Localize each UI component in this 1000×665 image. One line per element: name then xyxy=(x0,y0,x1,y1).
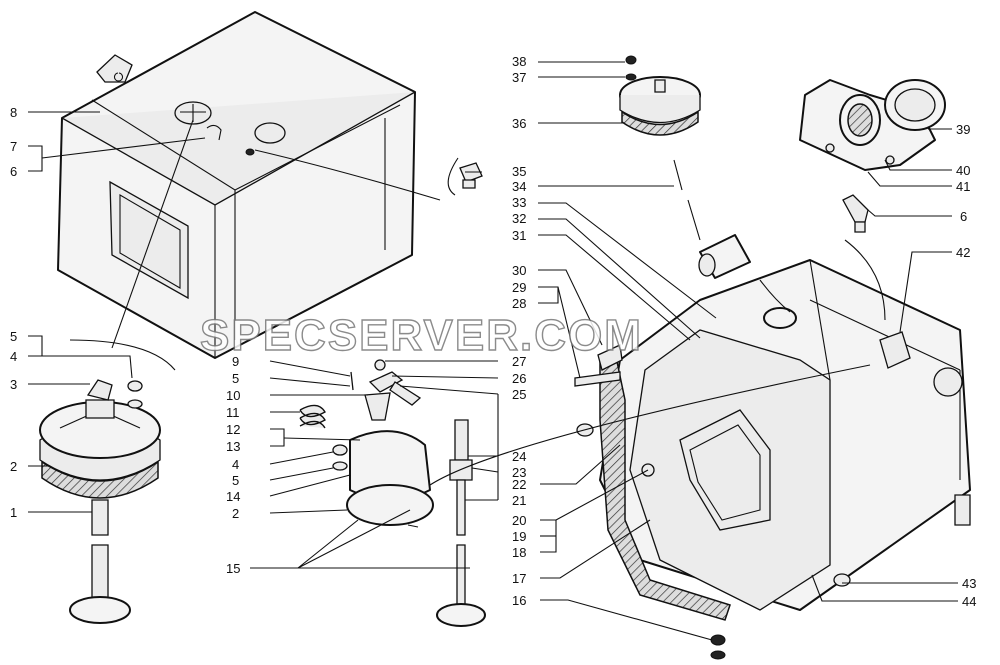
callout-26: 26 xyxy=(512,371,526,386)
callout-40: 40 xyxy=(956,163,970,178)
callout-labels: 38 37 36 35 34 33 32 31 30 29 28 39 40 4… xyxy=(10,54,976,609)
callout-33: 33 xyxy=(512,195,526,210)
fittings xyxy=(459,162,869,233)
watermark: SPECSERVER.COM xyxy=(200,311,643,360)
callout-31: 31 xyxy=(512,228,526,243)
callout-8: 8 xyxy=(10,105,17,120)
callout-19: 19 xyxy=(512,529,526,544)
callout-35: 35 xyxy=(512,164,526,179)
callout-29: 29 xyxy=(512,280,526,295)
left-fuel-tank xyxy=(57,11,416,359)
callout-25: 25 xyxy=(512,387,526,402)
callout-2-left: 2 xyxy=(10,459,17,474)
callout-28: 28 xyxy=(512,296,526,311)
callout-21: 21 xyxy=(512,493,526,508)
callout-2-mid: 2 xyxy=(232,506,239,521)
callout-36: 36 xyxy=(512,116,526,131)
callout-4-mid: 4 xyxy=(232,457,239,472)
callout-5-mid-top: 5 xyxy=(232,371,239,386)
fuel-gauge-sender xyxy=(39,379,161,624)
callout-39: 39 xyxy=(956,122,970,137)
callout-17: 17 xyxy=(512,571,526,586)
callout-3: 3 xyxy=(10,377,17,392)
callout-15: 15 xyxy=(226,561,240,576)
callout-6-left: 6 xyxy=(10,164,17,179)
assembly-lines xyxy=(69,119,886,528)
callout-24: 24 xyxy=(512,449,526,464)
callout-12: 12 xyxy=(226,422,240,437)
callout-1: 1 xyxy=(10,505,17,520)
callout-20: 20 xyxy=(512,513,526,528)
fuel-pump-bracket xyxy=(799,79,946,171)
filler-valve-assembly xyxy=(299,359,486,627)
callout-11: 11 xyxy=(226,405,240,420)
callout-32: 32 xyxy=(512,211,526,226)
callout-37: 37 xyxy=(512,70,526,85)
callout-18: 18 xyxy=(512,545,526,560)
callout-7: 7 xyxy=(10,139,17,154)
callout-10: 10 xyxy=(226,388,240,403)
fuel-pump-unit xyxy=(619,55,751,279)
callout-42: 42 xyxy=(956,245,970,260)
callout-23: 23 xyxy=(512,465,526,480)
callout-5-left: 5 xyxy=(10,329,17,344)
leader-lines xyxy=(28,61,958,641)
callout-44: 44 xyxy=(962,594,976,609)
callout-43: 43 xyxy=(962,576,976,591)
callout-16: 16 xyxy=(512,593,526,608)
callout-5-mid: 5 xyxy=(232,473,239,488)
callout-13: 13 xyxy=(226,439,240,454)
callout-38: 38 xyxy=(512,54,526,69)
callout-4-left: 4 xyxy=(10,349,17,364)
callout-27: 27 xyxy=(512,354,526,369)
callout-30: 30 xyxy=(512,263,526,278)
callout-41: 41 xyxy=(956,179,970,194)
right-fuel-tank xyxy=(599,259,971,611)
callout-14: 14 xyxy=(226,489,240,504)
callout-9: 9 xyxy=(232,354,239,369)
callout-34: 34 xyxy=(512,179,526,194)
callout-22: 22 xyxy=(512,477,526,492)
callout-6-right: 6 xyxy=(960,209,967,224)
